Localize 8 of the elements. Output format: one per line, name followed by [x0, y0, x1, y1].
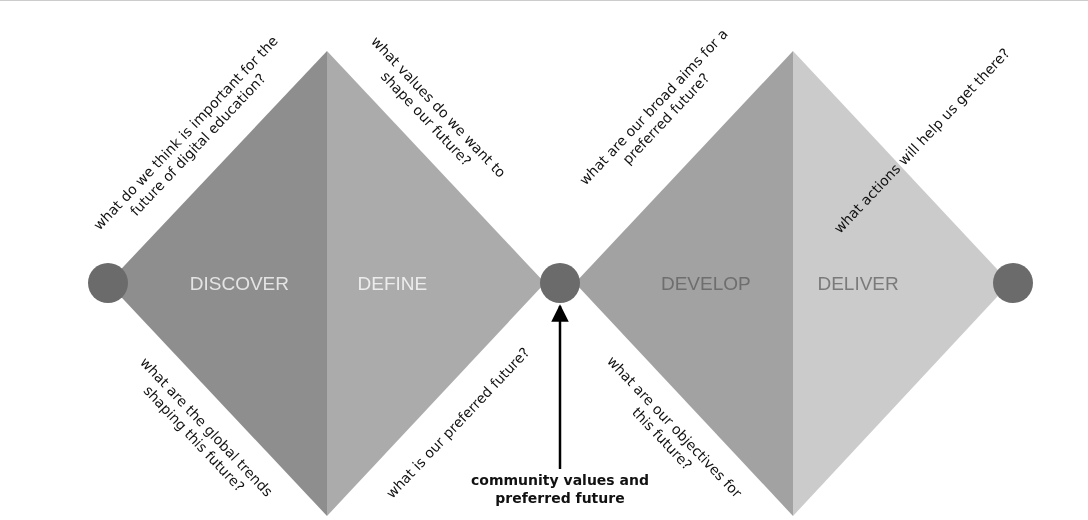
- arrow: [551, 304, 569, 469]
- phase-label: DELIVER: [817, 272, 899, 295]
- milestone-circle: [540, 263, 580, 303]
- milestone-circle: [993, 263, 1033, 303]
- milestone-circle: [88, 263, 128, 303]
- caption-text: community values and preferred future: [470, 471, 650, 507]
- phase-label: DISCOVER: [189, 272, 289, 295]
- phase-label: DEFINE: [357, 272, 428, 295]
